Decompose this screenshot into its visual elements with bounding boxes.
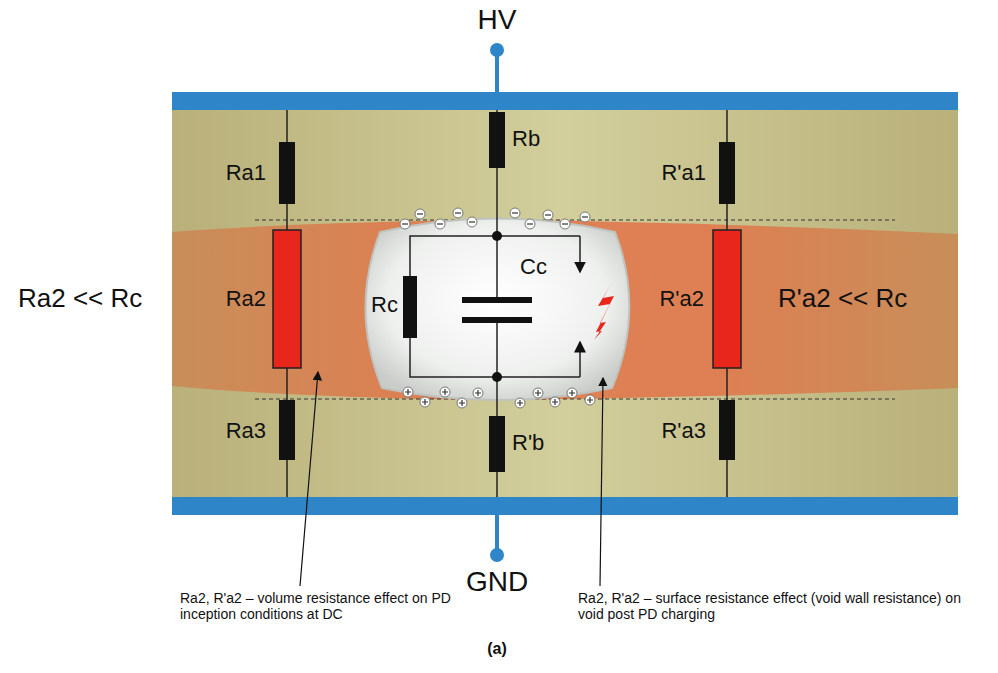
- resistor-label: Rb: [512, 126, 540, 151]
- resistor-symbol: [489, 112, 505, 168]
- resistor-label: Rc: [371, 292, 398, 317]
- charge-sign: [442, 389, 448, 395]
- charge-sign: [475, 390, 481, 396]
- resistor-label: R'b: [512, 430, 544, 455]
- resistor-symbol: [489, 416, 505, 472]
- capacitor-label: Cc: [520, 254, 547, 279]
- positive-charge: [567, 388, 577, 398]
- charge-sign: [517, 400, 523, 406]
- positive-charge: [585, 395, 595, 405]
- positive-charge: [403, 387, 413, 397]
- callout-note: Ra2, R'a2 – volume resistance effect on …: [180, 590, 480, 622]
- resistor-symbol: [719, 400, 735, 460]
- resistor-symbol: [719, 142, 735, 204]
- charge-sign: [417, 213, 423, 214]
- callout-note: Ra2, R'a2 – surface resistance effect (v…: [578, 590, 978, 622]
- positive-charge: [550, 397, 560, 407]
- charge-sign: [437, 223, 443, 224]
- negative-charge: [467, 217, 477, 227]
- resistor-label: Ra1: [226, 160, 266, 185]
- negative-charge: [560, 219, 570, 229]
- resistor-symbol: [279, 142, 295, 204]
- dielectric: [172, 108, 958, 500]
- charge-sign: [455, 212, 461, 213]
- charge-sign: [552, 399, 558, 405]
- resistor-label: R'a3: [661, 418, 706, 443]
- resistor-symbol: [403, 276, 417, 338]
- hv-electrode: [172, 92, 958, 110]
- charge-sign: [535, 390, 541, 396]
- negative-charge: [525, 219, 535, 229]
- discharge-spark: [594, 282, 614, 340]
- charge-sign: [405, 389, 411, 395]
- charge-sign: [545, 214, 551, 215]
- charge-sign: [422, 399, 428, 405]
- negative-charge: [510, 208, 520, 218]
- charge-sign: [402, 223, 408, 224]
- terminal-label: GND: [466, 566, 528, 598]
- negative-charge: [415, 209, 425, 219]
- positive-charge: [533, 388, 543, 398]
- charge-sign: [569, 390, 575, 396]
- resistance-condition: Ra2 << Rc: [18, 284, 142, 314]
- positive-charge: [440, 387, 450, 397]
- negative-charge: [400, 219, 410, 229]
- resistor-label: R'a2: [659, 286, 704, 311]
- figure-caption: (a): [487, 640, 507, 658]
- negative-charge: [580, 212, 590, 222]
- charge-sign: [512, 212, 518, 213]
- ground-electrode: [172, 497, 958, 515]
- capacitor-symbol: [462, 317, 532, 323]
- positive-charge: [420, 397, 430, 407]
- negative-charge: [453, 208, 463, 218]
- resistance-condition: R'a2 << Rc: [778, 284, 907, 314]
- negative-charge: [543, 210, 553, 220]
- charge-sign: [459, 400, 465, 406]
- terminal-label: HV: [478, 4, 517, 36]
- resistor-symbol: [713, 230, 741, 368]
- void: [365, 219, 629, 401]
- charge-sign: [469, 221, 475, 222]
- charge-sign: [587, 397, 593, 403]
- negative-charge: [435, 219, 445, 229]
- resistor-label: R'a1: [661, 160, 706, 185]
- resistor-label: Ra2: [226, 286, 266, 311]
- resistor-symbol: [273, 230, 301, 368]
- resistor-symbol: [279, 400, 295, 460]
- positive-charge: [457, 398, 467, 408]
- charge-sign: [562, 223, 568, 224]
- positive-charge: [515, 398, 525, 408]
- positive-charge: [473, 388, 483, 398]
- charge-sign: [582, 216, 588, 217]
- capacitor-symbol: [462, 297, 532, 303]
- resistor-label: Ra3: [226, 418, 266, 443]
- charge-sign: [527, 223, 533, 224]
